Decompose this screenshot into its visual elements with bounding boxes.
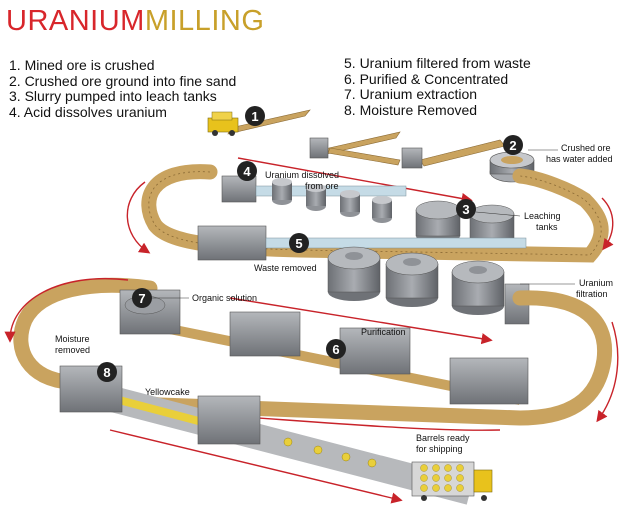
title-part-milling: MILLING <box>144 5 265 37</box>
step-2-text: 2. Crushed ore ground into fine sand <box>9 72 237 89</box>
badge-2: 2 <box>503 135 523 155</box>
svg-text:7: 7 <box>138 291 145 306</box>
label-leaching-2: tanks <box>536 222 558 232</box>
label-leaching-1: Leaching <box>524 211 561 221</box>
badge-1: 1 <box>245 106 265 126</box>
label-waste-removed: Waste removed <box>254 263 317 273</box>
barrels-on-belt <box>283 437 377 468</box>
filtration-row <box>197 225 530 325</box>
label-crushed-ore-2: has water added <box>546 154 613 164</box>
flow-arrow-2 <box>126 181 151 254</box>
label-crushed-ore-1: Crushed ore <box>561 143 611 153</box>
label-filtration-2: filtration <box>576 289 608 299</box>
flow-arrow-7 <box>229 297 493 345</box>
flow-arrow-4 <box>596 321 619 423</box>
label-barrels-1: Barrels ready <box>416 433 470 443</box>
label-moisture-1: Moisture <box>55 334 90 344</box>
label-filtration-1: Uranium <box>579 278 613 288</box>
title-part-uranium: URANIUM <box>6 5 145 37</box>
svg-text:6: 6 <box>332 342 339 357</box>
flow-arrow-8 <box>109 429 403 504</box>
svg-text:3: 3 <box>462 202 469 217</box>
step-3-text: 3. Slurry pumped into leach tanks <box>9 88 217 105</box>
svg-text:8: 8 <box>103 365 110 380</box>
waste-separator <box>197 225 267 261</box>
badge-4: 4 <box>237 161 257 181</box>
ore-truck <box>207 111 239 136</box>
step-badges: 1 2 3 4 5 6 7 8 <box>97 106 523 382</box>
crusher-2 <box>401 147 423 169</box>
label-organic-solution: Organic solution <box>192 293 257 303</box>
badge-7: 7 <box>132 288 152 308</box>
purification-units <box>119 289 529 405</box>
leach-loop-belt <box>126 164 614 263</box>
svg-text:2: 2 <box>509 138 516 153</box>
crusher-conveyor-row <box>207 109 535 205</box>
filtration-tanks <box>327 246 505 315</box>
diagram-title: URANIUMMILLING <box>6 4 264 38</box>
step-5-text: 5. Uranium filtered from waste <box>344 55 531 71</box>
badge-3: 3 <box>456 199 476 219</box>
svg-text:4: 4 <box>243 164 251 179</box>
flow-arrow-6 <box>4 278 129 343</box>
step-6-text: 6. Purified & Concentrated <box>344 70 509 87</box>
label-dissolved-2: from ore <box>305 181 339 191</box>
steps-list-right: 5. Uranium filtered from waste 6. Purifi… <box>344 55 531 118</box>
badge-8: 8 <box>97 362 117 382</box>
flow-arrow-3 <box>601 197 614 251</box>
step-4-text: 4. Acid dissolves uranium <box>9 103 167 120</box>
crusher-1 <box>309 137 329 159</box>
step-8-text: 8. Moisture Removed <box>344 101 478 118</box>
yellowcake-row <box>59 365 493 505</box>
label-moisture-2: removed <box>55 345 90 355</box>
svg-text:1: 1 <box>251 109 258 124</box>
label-yellowcake: Yellowcake <box>145 387 190 397</box>
label-dissolved-1: Uranium dissolved <box>265 170 339 180</box>
step-1-text: 1. Mined ore is crushed <box>9 57 155 73</box>
badge-6: 6 <box>326 339 346 359</box>
badge-5: 5 <box>289 233 309 253</box>
dissolution-tanks <box>221 175 407 223</box>
label-barrels-2: for shipping <box>416 444 463 454</box>
label-purification: Purification <box>361 327 406 337</box>
steps-list-left: 1. Mined ore is crushed 2. Crushed ore g… <box>9 57 237 120</box>
packaging-unit <box>197 395 261 445</box>
flow-arrow-1 <box>237 157 473 205</box>
shipping-truck <box>411 461 493 501</box>
svg-text:5: 5 <box>295 236 302 251</box>
callout-labels: Crushed ore has water added Uranium diss… <box>55 143 613 454</box>
step-7-text: 7. Uranium extraction <box>344 86 478 103</box>
